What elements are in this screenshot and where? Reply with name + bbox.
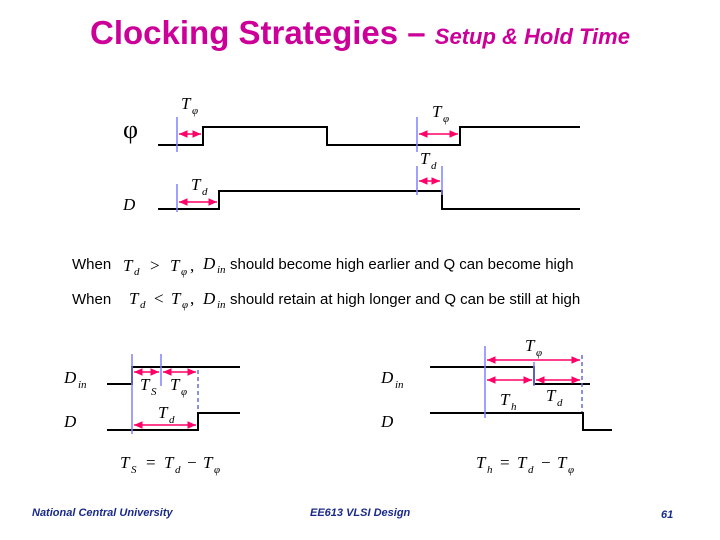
svg-text:φ: φ (443, 113, 449, 125)
svg-text:T: T (120, 453, 131, 472)
clock-phi-label: φ (123, 115, 138, 144)
d-signal-label: D (122, 195, 136, 214)
svg-text:S: S (151, 386, 157, 398)
svg-text:=: = (146, 453, 156, 472)
svg-text:d: d (202, 186, 208, 198)
setup-time-diagram: D in D T S T φ T d T S = T d (63, 354, 240, 476)
din-label-left: D in (63, 368, 87, 391)
svg-text:T: T (170, 256, 181, 275)
d-label-left: D (63, 412, 77, 431)
svg-text:d: d (528, 464, 534, 476)
svg-text:d: d (175, 464, 181, 476)
svg-text:T: T (525, 336, 536, 355)
svg-text:T: T (517, 453, 528, 472)
svg-text:should become high earlier and: should become high earlier and Q can bec… (230, 256, 574, 273)
svg-text:<: < (154, 289, 164, 308)
svg-text:φ: φ (182, 299, 188, 311)
svg-text:T: T (476, 453, 487, 472)
condition-line-2: When T d < T φ , D in should retain at h… (72, 289, 580, 311)
td-label-right: T d (546, 386, 563, 409)
svg-text:D: D (380, 368, 394, 387)
svg-text:in: in (395, 379, 404, 391)
svg-text:D: D (202, 289, 216, 308)
svg-text:T: T (123, 256, 134, 275)
title-main: Clocking Strategies – (90, 14, 435, 51)
svg-text:φ: φ (214, 464, 220, 476)
din-label-right: D in (380, 368, 404, 391)
svg-text:d: d (431, 160, 437, 172)
svg-text:−: − (187, 453, 197, 472)
svg-text:T: T (500, 390, 511, 409)
d-waveform (158, 190, 580, 210)
svg-text:h: h (487, 464, 493, 476)
svg-text:d: d (557, 397, 563, 409)
ts-label: T S (140, 375, 157, 398)
svg-text:T: T (140, 375, 151, 394)
svg-text:=: = (500, 453, 510, 472)
svg-text:d: d (169, 414, 175, 426)
svg-text:S: S (131, 464, 137, 476)
footer-course: EE613 VLSI Design (310, 507, 411, 519)
svg-text:T: T (170, 375, 181, 394)
footer-university: National Central University (32, 507, 173, 519)
svg-text:φ: φ (536, 347, 542, 359)
d-label-right: D (380, 412, 394, 431)
slide-title: Clocking Strategies – Setup & Hold Time (0, 14, 720, 52)
hold-equation: T h = T d − T φ (476, 453, 574, 476)
svg-text:h: h (511, 401, 517, 413)
condition-line-1: When T d > T φ , D in should become high… (72, 254, 574, 278)
clock-waveform (158, 126, 580, 146)
svg-text:When: When (72, 291, 111, 308)
page-number: 61 (661, 509, 673, 521)
svg-text:T: T (557, 453, 568, 472)
svg-text:T: T (191, 175, 202, 194)
svg-text:T: T (158, 403, 169, 422)
svg-text:T: T (129, 289, 140, 308)
svg-text:d: d (134, 266, 140, 278)
svg-text:should retain at high longer a: should retain at high longer and Q can b… (230, 291, 580, 308)
svg-text:D: D (63, 412, 77, 431)
svg-text:d: d (140, 299, 146, 311)
svg-text:φ: φ (181, 266, 187, 278)
d-waveform-right (430, 412, 612, 431)
th-label: T h (500, 390, 517, 413)
svg-text:D: D (202, 254, 216, 273)
svg-text:>: > (150, 256, 160, 275)
svg-text:in: in (217, 299, 226, 311)
top-clock-diagram: φ D T φ T φ T d T d (122, 94, 580, 214)
svg-text:D: D (380, 412, 394, 431)
tphi-label-left: T φ (170, 375, 187, 398)
svg-text:T: T (164, 453, 175, 472)
tphi-label-2: T φ (432, 102, 449, 125)
svg-text:φ: φ (181, 386, 187, 398)
svg-text:,: , (190, 289, 194, 308)
svg-text:T: T (181, 94, 192, 113)
hold-time-diagram: D in D T φ T h T d T h = T d (380, 336, 612, 476)
tphi-label-1: T φ (181, 94, 198, 117)
td-label-2: T d (191, 175, 208, 198)
svg-text:φ: φ (568, 464, 574, 476)
setup-equation: T S = T d − T φ (120, 453, 220, 476)
svg-text:T: T (546, 386, 557, 405)
svg-text:φ: φ (192, 105, 198, 117)
td-label-1: T d (420, 149, 437, 172)
td-label-left: T d (158, 403, 175, 426)
svg-text:−: − (541, 453, 551, 472)
title-subtitle: Setup & Hold Time (434, 24, 630, 49)
svg-text:T: T (171, 289, 182, 308)
svg-text:T: T (203, 453, 214, 472)
svg-text:in: in (78, 379, 87, 391)
svg-text:in: in (217, 264, 226, 276)
tphi-label-right: T φ (525, 336, 542, 359)
svg-text:When: When (72, 256, 111, 273)
svg-text:T: T (420, 149, 431, 168)
din-waveform-right (430, 366, 590, 385)
svg-text:T: T (432, 102, 443, 121)
d-waveform-left (107, 412, 240, 431)
svg-text:,: , (190, 256, 194, 275)
svg-text:D: D (63, 368, 77, 387)
